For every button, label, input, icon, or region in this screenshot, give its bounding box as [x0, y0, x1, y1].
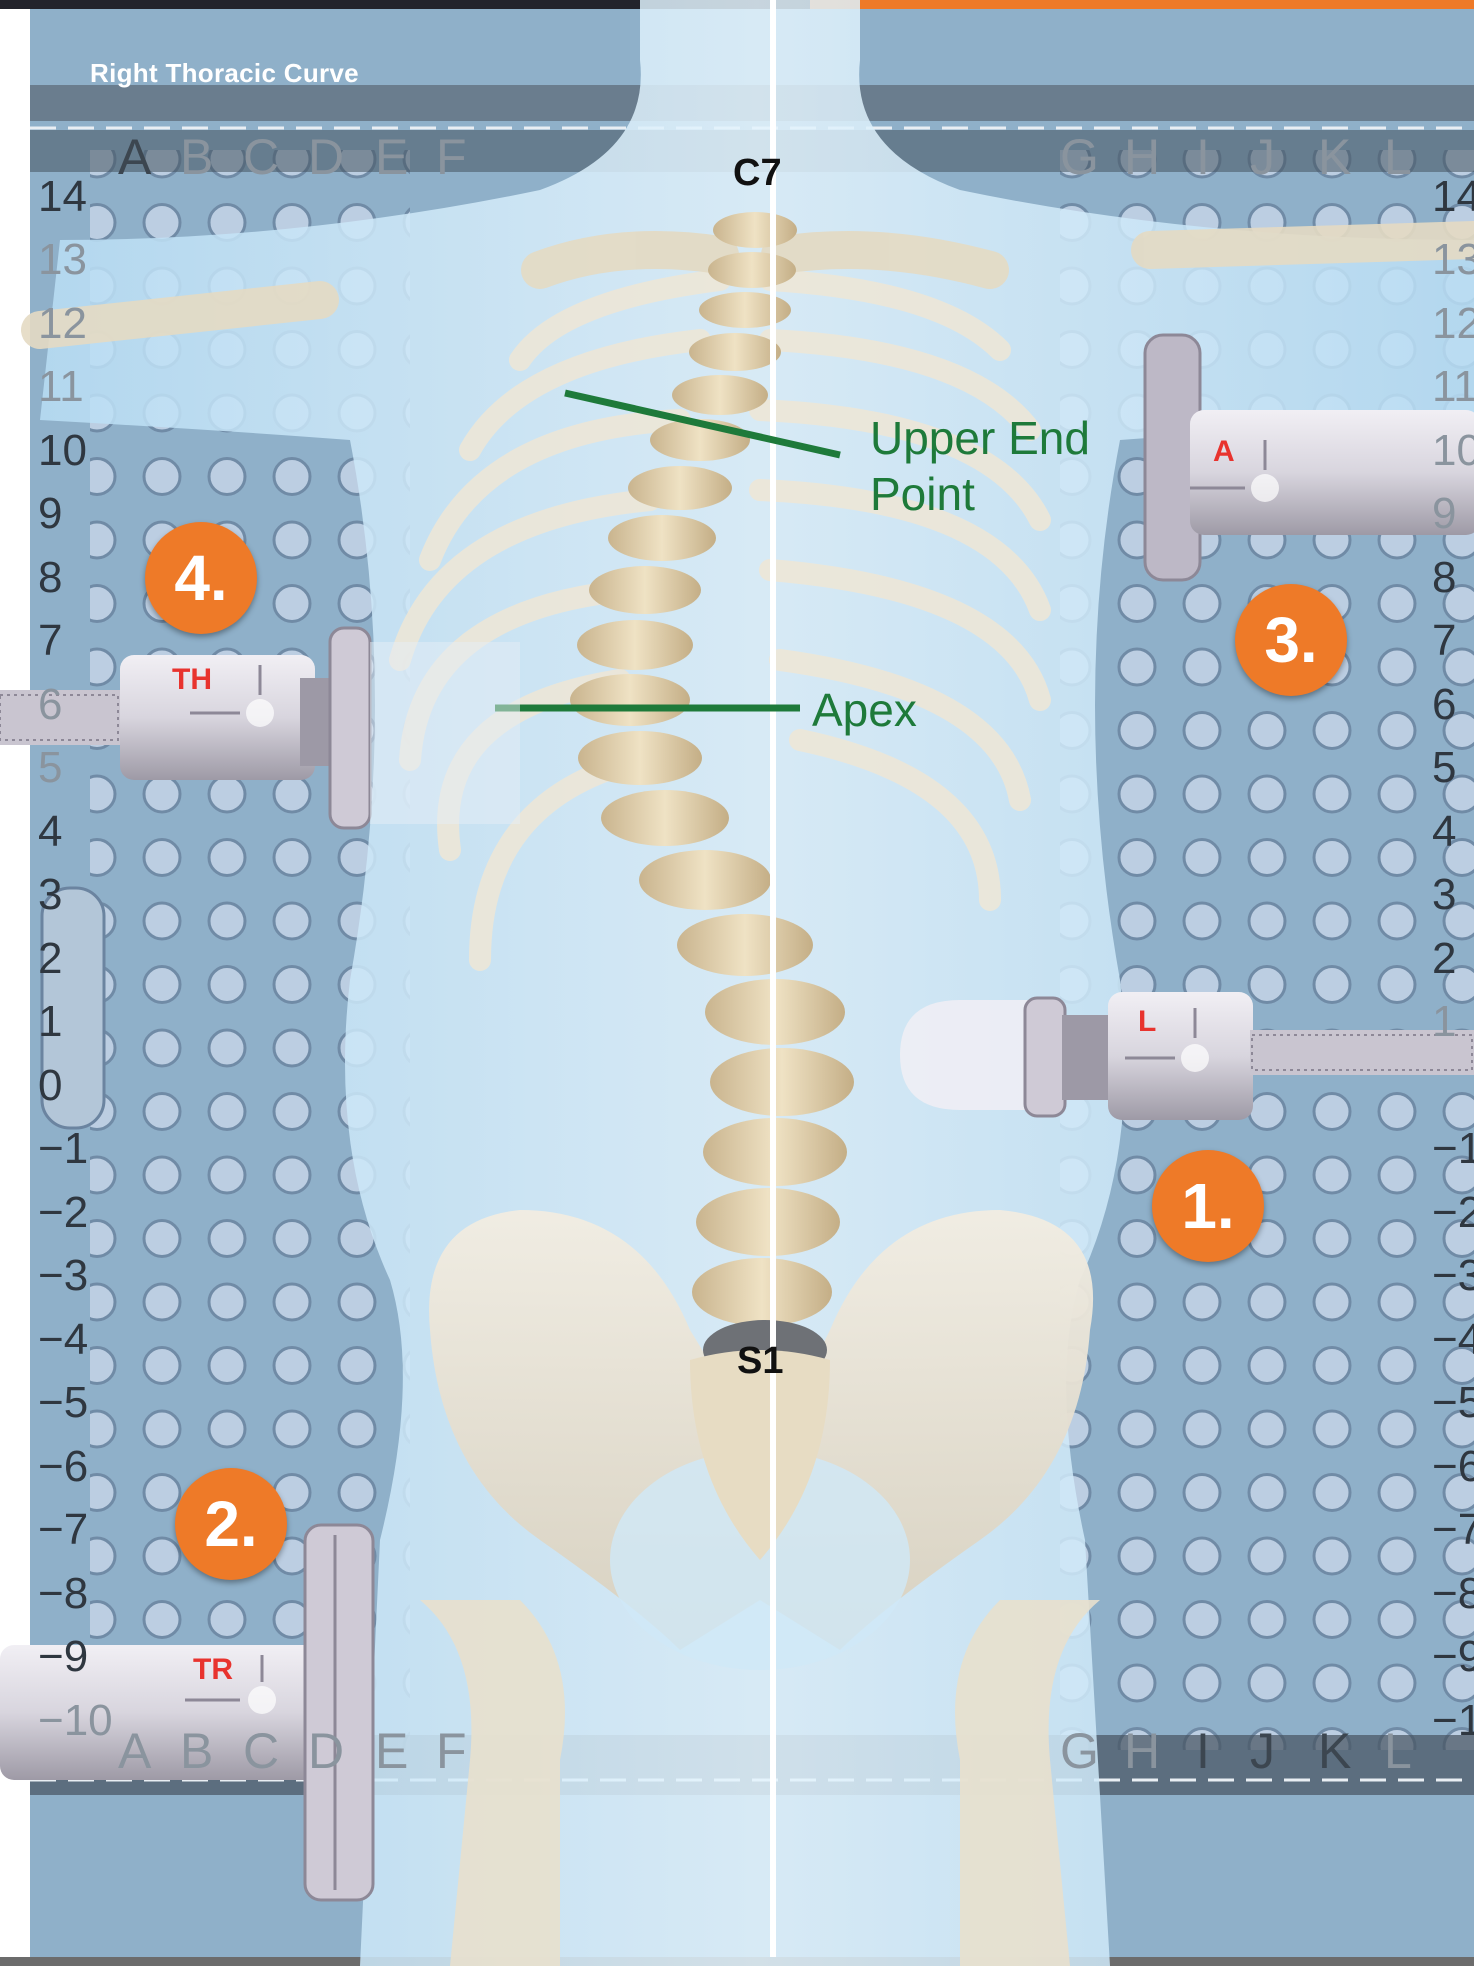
- column-label: L: [1384, 1722, 1412, 1780]
- row-label: −4: [1432, 1315, 1474, 1365]
- row-label: 5: [38, 743, 62, 793]
- row-label: −10: [38, 1696, 113, 1746]
- column-label: B: [180, 128, 213, 186]
- row-label: 3: [1432, 870, 1456, 920]
- column-label: A: [118, 128, 151, 186]
- page-title: Right Thoracic Curve: [90, 58, 359, 89]
- pad-label-l: L: [1138, 1005, 1156, 1039]
- column-label: K: [1318, 128, 1351, 186]
- row-label: 4: [1432, 807, 1456, 857]
- row-label: 5: [1432, 743, 1456, 793]
- vertebra-label-c7: C7: [733, 152, 782, 195]
- row-label: −3: [1432, 1251, 1474, 1301]
- row-label: −5: [38, 1378, 88, 1428]
- column-label: H: [1124, 1722, 1160, 1780]
- row-label: −8: [38, 1569, 88, 1619]
- column-label: E: [375, 128, 408, 186]
- column-label: E: [375, 1722, 408, 1780]
- row-label: 10: [38, 426, 87, 476]
- row-label: 13: [38, 235, 87, 285]
- column-label: A: [118, 1722, 151, 1780]
- column-label: D: [308, 1722, 344, 1780]
- row-label: 4: [38, 807, 62, 857]
- row-label: −4: [38, 1315, 88, 1365]
- row-label: 13: [1432, 235, 1474, 285]
- upper-end-point-line2: Point: [870, 466, 1090, 522]
- upper-end-point-line1: Upper End: [870, 410, 1090, 466]
- upper-end-point-label: Upper End Point: [870, 410, 1090, 522]
- row-label: −7: [38, 1505, 88, 1555]
- step-4-marker: 4.: [145, 522, 257, 634]
- row-label: 14: [38, 172, 87, 222]
- row-label: 11: [38, 362, 84, 412]
- column-label: F: [436, 1722, 467, 1780]
- row-label: −1: [1432, 1124, 1474, 1174]
- column-label: C: [243, 128, 279, 186]
- column-label: J: [1250, 1722, 1275, 1780]
- step-2-marker: 2.: [175, 1468, 287, 1580]
- row-label: −8: [1432, 1569, 1474, 1619]
- row-label: −7: [1432, 1505, 1474, 1555]
- step-1-marker: 1.: [1152, 1150, 1264, 1262]
- column-label: D: [308, 128, 344, 186]
- row-label: −9: [1432, 1632, 1474, 1682]
- pad-label-tr: TR: [193, 1653, 233, 1687]
- row-label: 7: [38, 616, 62, 666]
- column-label: K: [1318, 1722, 1351, 1780]
- apex-label: Apex: [812, 682, 917, 738]
- row-label: −9: [38, 1632, 88, 1682]
- row-label: 8: [1432, 553, 1456, 603]
- row-label: 12: [38, 299, 87, 349]
- row-label: −2: [1432, 1188, 1474, 1238]
- column-label: C: [243, 1722, 279, 1780]
- row-label: −6: [1432, 1442, 1474, 1492]
- row-label: 1: [1432, 997, 1456, 1047]
- row-label: 8: [38, 553, 62, 603]
- column-label: G: [1060, 1722, 1099, 1780]
- row-label: −6: [38, 1442, 88, 1492]
- column-label: H: [1124, 128, 1160, 186]
- row-label: −10: [1432, 1696, 1474, 1746]
- row-label: 3: [38, 870, 62, 920]
- column-label: J: [1250, 128, 1275, 186]
- row-label: 6: [38, 680, 62, 730]
- column-label: B: [180, 1722, 213, 1780]
- row-label: 12: [1432, 299, 1474, 349]
- row-label: 9: [38, 489, 62, 539]
- row-label: 11: [1432, 362, 1474, 412]
- row-label: 2: [1432, 934, 1456, 984]
- column-label: L: [1384, 128, 1412, 186]
- row-label: 7: [1432, 616, 1456, 666]
- row-label: −5: [1432, 1378, 1474, 1428]
- row-label: −1: [38, 1124, 88, 1174]
- row-label: 1: [38, 997, 62, 1047]
- row-label: 6: [1432, 680, 1456, 730]
- row-label: 2: [38, 934, 62, 984]
- column-label: I: [1196, 128, 1210, 186]
- column-label: I: [1196, 1722, 1210, 1780]
- step-3-marker: 3.: [1235, 584, 1347, 696]
- row-label: 14: [1432, 172, 1474, 222]
- vertebra-label-s1: S1: [737, 1340, 783, 1383]
- column-label: F: [436, 128, 467, 186]
- row-label: 10: [1432, 426, 1474, 476]
- column-label: G: [1060, 128, 1099, 186]
- pad-label-th: TH: [172, 663, 212, 697]
- pad-label-a: A: [1213, 435, 1235, 469]
- row-label: 9: [1432, 489, 1456, 539]
- row-label: −2: [38, 1188, 88, 1238]
- row-label: −3: [38, 1251, 88, 1301]
- row-label: 0: [38, 1061, 62, 1111]
